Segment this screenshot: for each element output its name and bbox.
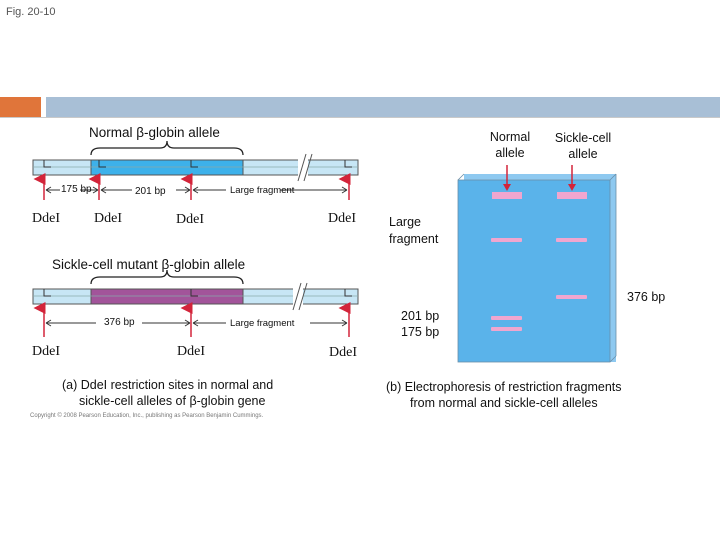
gel-label-175bp: 175 bp — [401, 325, 440, 339]
caption-b-line1: (b) Electrophoresis of restriction fragm… — [386, 380, 622, 394]
normal-allele-title: Normal β-globin allele — [89, 125, 220, 140]
gel-label-201bp: 201 bp — [401, 309, 440, 323]
label-376bp-mutant: 376 bp — [104, 317, 135, 328]
label-201bp: 201 bp — [135, 186, 166, 197]
dde-label-normal-2: DdeI — [94, 211, 122, 226]
mutant-dna-strand — [32, 282, 359, 311]
band-normal-201 — [491, 316, 522, 320]
gel-slab — [457, 173, 617, 363]
normal-dna-strand — [32, 153, 359, 182]
dde-label-mutant-3: DdeI — [329, 345, 357, 360]
well-normal — [492, 192, 522, 199]
gel-label-large-line1: Large — [389, 215, 421, 229]
header-accent-orange — [0, 97, 41, 117]
lane-label-normal-line2: allele — [495, 146, 525, 160]
band-normal-large — [491, 238, 522, 242]
mutant-brace — [90, 269, 244, 285]
normal-brace — [90, 140, 244, 156]
normal-gene-region — [90, 159, 244, 176]
band-sickle-376 — [556, 295, 587, 299]
sickle-gene-region — [90, 288, 244, 305]
label-large-fragment-mutant: Large fragment — [230, 318, 295, 329]
dde-label-normal-4: DdeI — [328, 211, 356, 226]
dde-label-mutant-2: DdeI — [177, 344, 205, 359]
lane-label-sickle-line1: Sickle-cell — [554, 131, 612, 145]
lane-label-normal-line1: Normal — [489, 130, 531, 144]
gel-label-large-line2: fragment — [389, 232, 439, 246]
dde-label-normal-3: DdeI — [176, 212, 204, 227]
label-175bp: 175 bp — [61, 184, 92, 195]
dde-label-normal-1: DdeI — [32, 211, 60, 226]
header-bar-blue — [46, 97, 720, 117]
caption-a-line1: (a) DdeI restriction sites in normal and — [62, 378, 274, 392]
caption-b-line2: from normal and sickle-cell alleles — [410, 396, 598, 410]
header-divider — [0, 117, 720, 118]
lane-label-sickle-line2: allele — [568, 147, 598, 161]
copyright-note: Copyright © 2008 Pearson Education, Inc.… — [30, 413, 264, 419]
band-normal-175 — [491, 327, 522, 331]
caption-a-line2: sickle-cell alleles of β-globin gene — [79, 394, 266, 408]
label-large-fragment-normal: Large fragment — [230, 185, 295, 196]
well-sickle — [557, 192, 587, 199]
gel-label-376bp: 376 bp — [627, 290, 666, 304]
dde-label-mutant-1: DdeI — [32, 344, 60, 359]
mutant-allele-title: Sickle-cell mutant β-globin allele — [52, 257, 246, 272]
figure-label: Fig. 20-10 — [6, 6, 56, 18]
band-sickle-large — [556, 238, 587, 242]
